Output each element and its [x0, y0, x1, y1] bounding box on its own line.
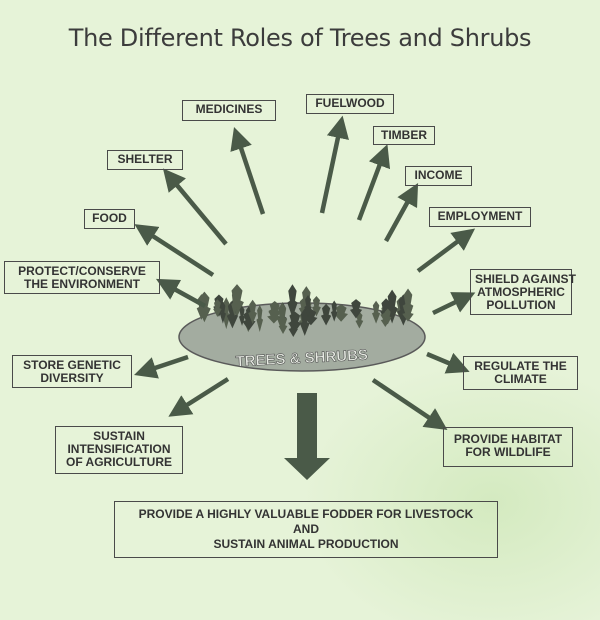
- trees-shrubs-illustration: [196, 284, 414, 337]
- role-shelter-label: SHELTER: [117, 152, 173, 166]
- role-medicines: MEDICINES: [182, 100, 276, 121]
- role-climate-line-1: REGULATE THE: [474, 359, 567, 373]
- tree-silhouette: [248, 299, 257, 324]
- role-fuelwood: FUELWOOD: [306, 94, 394, 114]
- role-shield-pollution: SHIELD AGAINST ATMOSPHERIC POLLUTION: [470, 269, 576, 315]
- arrow-fuelwood: [319, 115, 349, 214]
- background-glow: [300, 360, 600, 620]
- diagram-canvas: TREES & SHRUBS: [134, 115, 476, 480]
- role-sustain-agriculture: SUSTAIN INTENSIFICATION OF AGRICULTURE: [55, 426, 183, 474]
- role-shelter: SHELTER: [107, 150, 183, 170]
- arrow-income: [384, 182, 419, 243]
- role-fodder-line-1: PROVIDE A HIGHLY VALUABLE FODDER FOR LIV…: [138, 507, 474, 521]
- role-food: FOOD: [84, 209, 135, 229]
- role-income: INCOME: [405, 166, 472, 186]
- role-genetic-diversity: STORE GENETIC DIVERSITY: [12, 355, 132, 388]
- tree-silhouette: [238, 305, 246, 326]
- tree-silhouette: [288, 311, 302, 333]
- role-wildlife-habitat: PROVIDE HABITAT FOR WILDLIFE: [443, 427, 573, 467]
- tree-silhouette: [349, 299, 363, 319]
- arrow-protect: [155, 278, 207, 308]
- arrow-food: [134, 224, 215, 277]
- diagram-title: The Different Roles of Trees and Shrubs: [68, 24, 532, 52]
- role-fodder-line-2: AND: [293, 522, 319, 536]
- role-employment-label: EMPLOYMENT: [437, 209, 523, 223]
- tree-silhouette: [402, 304, 414, 322]
- arrow-sustain-agriculture: [168, 377, 230, 417]
- role-habitat-line-2: FOR WILDLIFE: [465, 445, 551, 459]
- role-shield-line-2: ATMOSPHERIC: [477, 285, 565, 299]
- arrow-genetic: [134, 354, 189, 379]
- role-fuelwood-label: FUELWOOD: [315, 96, 385, 110]
- role-timber: TIMBER: [373, 126, 435, 145]
- tree-silhouette: [278, 316, 288, 335]
- role-genetic-line-1: STORE GENETIC: [23, 358, 121, 372]
- arrow-habitat: [371, 378, 448, 431]
- arrow-medicines: [230, 127, 266, 215]
- role-climate-line-2: CLIMATE: [494, 372, 547, 386]
- tree-silhouette: [304, 294, 312, 317]
- role-fodder-line-3: SUSTAIN ANIMAL PRODUCTION: [213, 537, 399, 551]
- role-protect-line-2: THE ENVIRONMENT: [23, 277, 140, 291]
- role-timber-label: TIMBER: [381, 128, 427, 142]
- arrow-shelter: [162, 168, 228, 246]
- tree-silhouette: [372, 300, 381, 324]
- role-agri-line-2: INTENSIFICATION: [67, 442, 171, 456]
- arrow-timber: [356, 144, 391, 221]
- tree-silhouette: [213, 299, 222, 318]
- tree-silhouette: [299, 308, 310, 336]
- role-shield-line-1: SHIELD AGAINST: [475, 272, 576, 286]
- role-genetic-line-2: DIVERSITY: [40, 371, 104, 385]
- role-agri-line-3: OF AGRICULTURE: [66, 455, 172, 469]
- arrow-employment: [416, 228, 476, 273]
- tree-silhouette: [219, 301, 226, 324]
- role-medicines-label: MEDICINES: [195, 102, 263, 116]
- arrow-climate: [426, 351, 470, 374]
- role-shield-line-3: POLLUTION: [486, 298, 556, 312]
- arrow-fodder: [284, 393, 330, 480]
- role-protect-environment: PROTECT/CONSERVE THE ENVIRONMENT: [4, 261, 160, 294]
- role-agri-line-1: SUSTAIN: [93, 429, 145, 443]
- tree-silhouette: [287, 284, 298, 318]
- role-regulate-climate: REGULATE THE CLIMATE: [463, 356, 578, 390]
- role-habitat-line-1: PROVIDE HABITAT: [453, 432, 563, 446]
- tree-silhouette: [256, 304, 264, 332]
- arrow-shield: [432, 292, 476, 316]
- role-employment: EMPLOYMENT: [429, 207, 531, 227]
- tree-silhouette: [320, 303, 332, 326]
- role-protect-line-1: PROTECT/CONSERVE: [18, 264, 146, 278]
- tree-silhouette: [268, 301, 281, 321]
- role-income-label: INCOME: [414, 168, 463, 182]
- tree-silhouette: [330, 300, 338, 322]
- tree-silhouette: [231, 289, 238, 317]
- tree-silhouette: [384, 308, 392, 325]
- tree-silhouette: [334, 304, 349, 322]
- role-food-label: FOOD: [92, 211, 127, 225]
- role-fodder-livestock: PROVIDE A HIGHLY VALUABLE FODDER FOR LIV…: [114, 501, 498, 558]
